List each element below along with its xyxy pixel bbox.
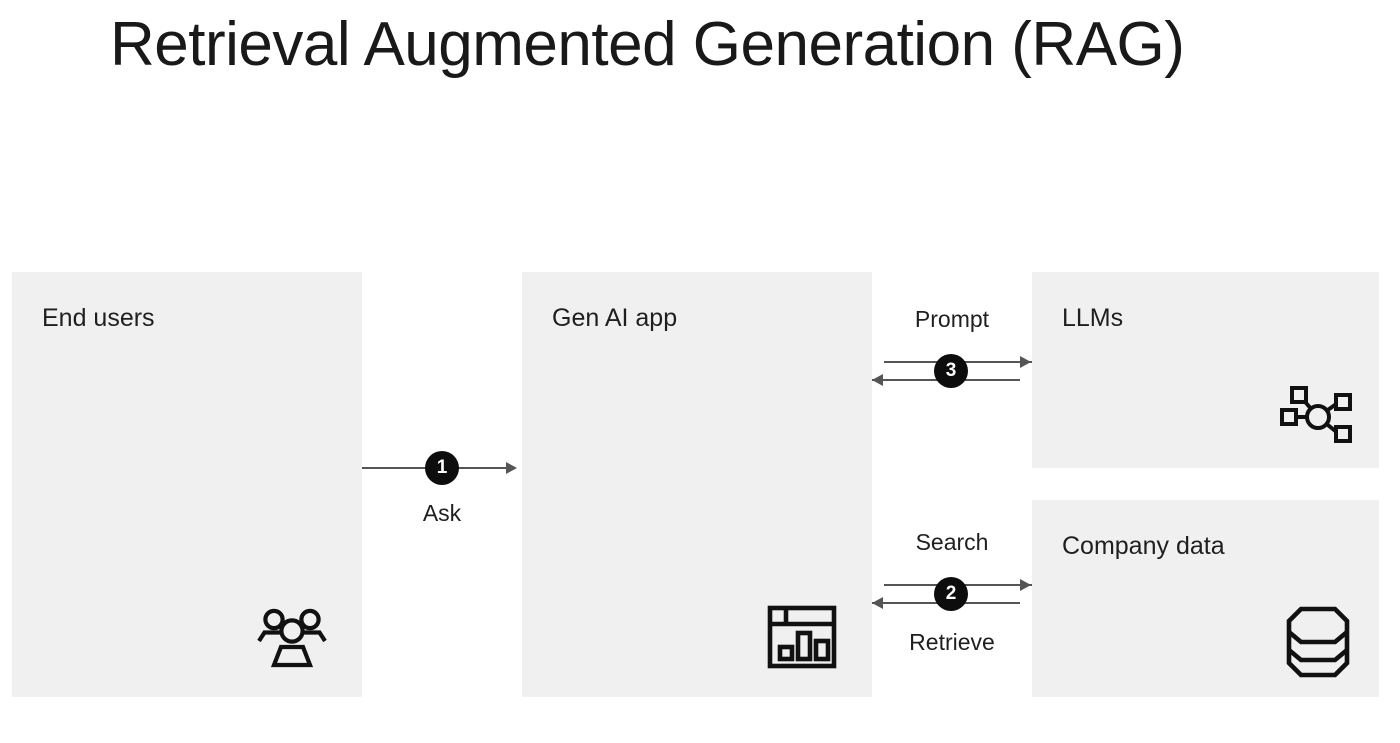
flow-ask: 1 Ask: [362, 440, 522, 540]
dashboard-window-icon: [766, 601, 838, 673]
arrow-head-left-icon: [872, 374, 883, 386]
panel-gen-ai-app-label: Gen AI app: [552, 304, 678, 332]
people-group-icon: [256, 601, 328, 673]
panel-company-data: Company data: [1032, 500, 1379, 697]
step-badge-3: 3: [934, 354, 968, 388]
flow-prompt-caption-above: Prompt: [914, 306, 990, 332]
database-stack-icon: [1283, 605, 1353, 679]
flow-search: Search 2 Retrieve: [872, 529, 1032, 669]
arrow-head-right-icon: [506, 462, 517, 474]
panel-end-users: End users: [12, 272, 362, 697]
flow-search-caption-below: Retrieve: [909, 629, 995, 655]
flow-prompt: Prompt 3: [872, 306, 1032, 402]
panel-llms-label: LLMs: [1062, 304, 1124, 332]
network-hub-icon: [1279, 384, 1357, 450]
step-badge-2: 2: [934, 577, 968, 611]
step-badge-1: 1: [425, 451, 459, 485]
arrow-head-right-icon: [1020, 356, 1031, 368]
panel-company-data-label: Company data: [1062, 532, 1225, 560]
arrow-head-left-icon: [872, 597, 883, 609]
flow-ask-caption: Ask: [422, 500, 462, 526]
page-title: Retrieval Augmented Generation (RAG): [110, 10, 1185, 79]
panel-llms: LLMs: [1032, 272, 1379, 468]
panel-end-users-label: End users: [42, 304, 155, 332]
panel-gen-ai-app: Gen AI app: [522, 272, 872, 697]
arrow-head-right-icon: [1020, 579, 1031, 591]
flow-search-caption-above: Search: [915, 529, 989, 555]
